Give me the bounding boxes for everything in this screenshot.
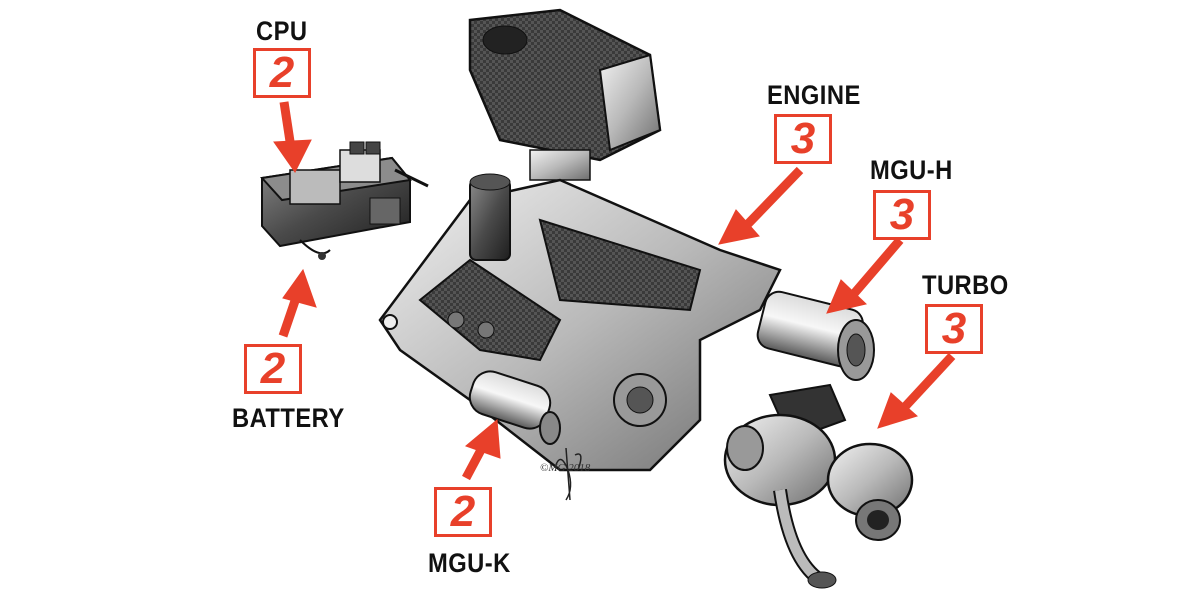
mgu-h-count-badge: 3 xyxy=(873,190,931,240)
mgu-k-count: 2 xyxy=(450,487,476,536)
engine-count: 3 xyxy=(790,114,816,163)
battery-label: BATTERY xyxy=(232,403,345,433)
cpu-battery-unit xyxy=(260,141,429,260)
artist-signature-mark xyxy=(554,447,582,501)
mgu-k-label: MGU-K xyxy=(428,548,511,578)
battery-count: 2 xyxy=(260,344,286,393)
cpu-count: 2 xyxy=(269,48,295,97)
mgu-k-count-badge: 2 xyxy=(434,487,492,537)
arrows xyxy=(273,101,956,481)
mgu-k-arrow xyxy=(462,418,501,481)
mgu-k-unit xyxy=(468,370,561,445)
battery-arrow xyxy=(278,268,317,338)
cpu-label: CPU xyxy=(256,16,308,46)
cpu-arrow xyxy=(273,101,312,173)
engine-label: ENGINE xyxy=(767,80,861,110)
battery-count-badge: 2 xyxy=(244,344,302,394)
turbo-label: TURBO xyxy=(922,270,1009,300)
engine-block xyxy=(378,173,782,472)
mgu-h-unit xyxy=(756,290,875,381)
mgu-h-arrow xyxy=(826,237,904,314)
engine-count-badge: 3 xyxy=(774,114,832,164)
mgu-h-count: 3 xyxy=(889,190,915,239)
turbo-count-badge: 3 xyxy=(925,304,983,354)
turbo-count: 3 xyxy=(941,304,967,353)
turbo-unit xyxy=(723,383,914,589)
turbo-arrow xyxy=(877,352,956,429)
artist-signature: ©MG 2018 xyxy=(540,462,591,474)
cpu-count-badge: 2 xyxy=(253,48,311,98)
engine-arrow xyxy=(718,166,804,245)
airbox xyxy=(468,8,662,181)
mgu-h-label: MGU-H xyxy=(870,155,953,185)
